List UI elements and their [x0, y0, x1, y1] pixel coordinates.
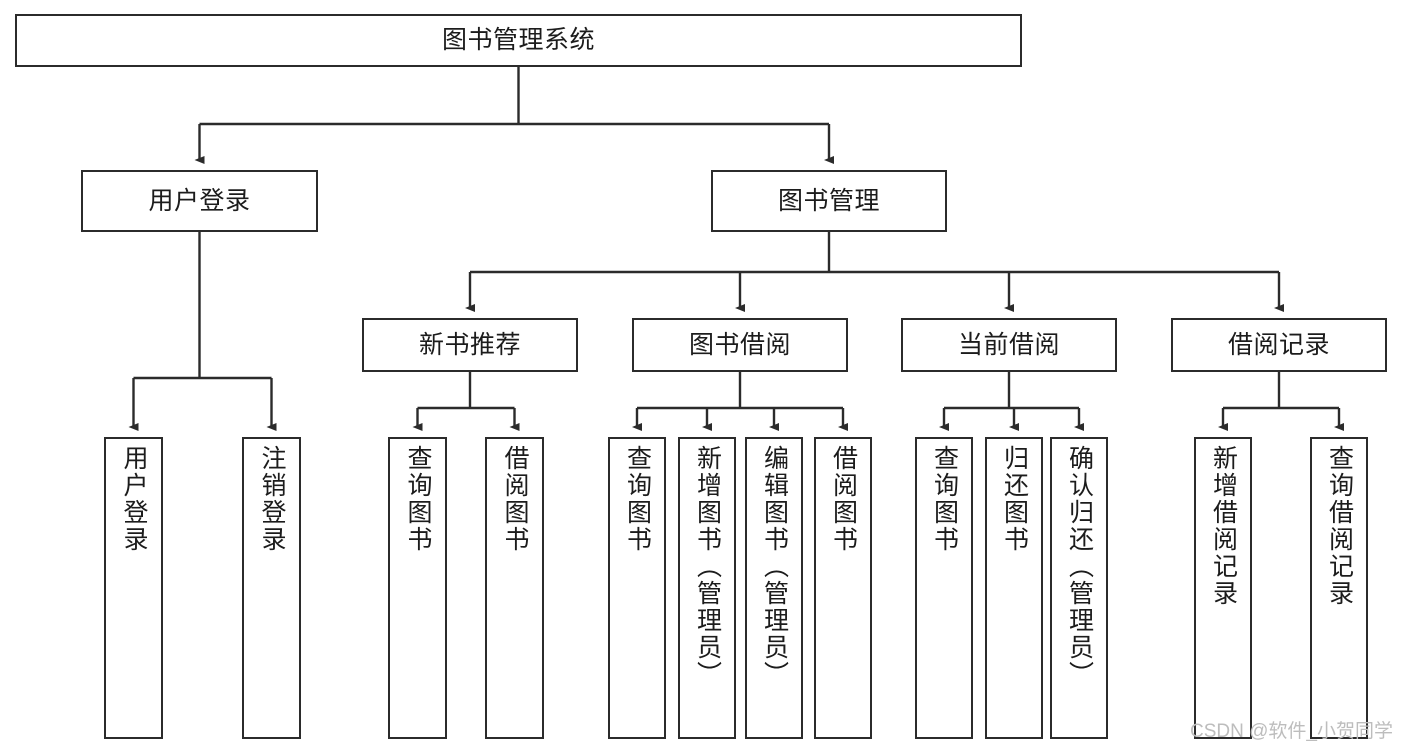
- node-label: 新书推荐: [418, 330, 521, 359]
- node-leaf-rec-query[interactable]: 查询图书: [388, 437, 447, 739]
- node-book-manage[interactable]: 图书管理: [711, 170, 947, 232]
- node-label: 图书管理系统: [441, 26, 595, 55]
- node-book-borrow[interactable]: 图书借阅: [632, 318, 848, 372]
- node-leaf-rec-query2[interactable]: 查询借阅记录: [1310, 437, 1368, 739]
- node-leaf-user-logout[interactable]: 注销登录: [242, 437, 301, 739]
- node-leaf-borrow-add[interactable]: 新增图书（管理员）: [678, 437, 736, 739]
- node-label: 归还图书: [1000, 445, 1029, 553]
- node-label: 查询图书: [623, 445, 652, 553]
- node-label: 注销登录: [258, 445, 286, 553]
- node-leaf-borrow-query[interactable]: 查询图书: [608, 437, 666, 739]
- node-label: 查询图书: [930, 445, 959, 553]
- node-leaf-cur-query[interactable]: 查询图书: [915, 437, 973, 739]
- node-leaf-rec-borrow[interactable]: 借阅图书: [485, 437, 544, 739]
- node-label: 确认归还（管理员）: [1065, 445, 1094, 688]
- node-label: 查询借阅记录: [1325, 445, 1354, 607]
- node-leaf-borrow-edit[interactable]: 编辑图书（管理员）: [745, 437, 803, 739]
- node-user-login[interactable]: 用户登录: [81, 170, 318, 232]
- node-label: 借阅记录: [1227, 330, 1330, 359]
- node-leaf-cur-confirm[interactable]: 确认归还（管理员）: [1050, 437, 1108, 739]
- watermark: CSDN @软件_小贺同学: [1190, 721, 1393, 742]
- node-label: 用户登录: [148, 186, 251, 215]
- node-label: 图书借阅: [688, 330, 791, 359]
- node-label: 借阅图书: [829, 445, 858, 553]
- node-label: 新增图书（管理员）: [693, 445, 722, 688]
- node-label: 借阅图书: [501, 445, 529, 553]
- node-borrow-record[interactable]: 借阅记录: [1171, 318, 1387, 372]
- node-leaf-user-login[interactable]: 用户登录: [104, 437, 163, 739]
- node-label: 图书管理: [777, 186, 880, 215]
- node-label: 新增借阅记录: [1209, 445, 1238, 607]
- node-root[interactable]: 图书管理系统: [15, 14, 1022, 67]
- node-leaf-rec-add[interactable]: 新增借阅记录: [1194, 437, 1252, 739]
- node-new-book-rec[interactable]: 新书推荐: [362, 318, 578, 372]
- node-leaf-borrow-lend[interactable]: 借阅图书: [814, 437, 872, 739]
- node-leaf-cur-return[interactable]: 归还图书: [985, 437, 1043, 739]
- node-label: 查询图书: [404, 445, 432, 553]
- node-current-borrow[interactable]: 当前借阅: [901, 318, 1117, 372]
- node-label: 当前借阅: [957, 330, 1060, 359]
- node-label: 编辑图书（管理员）: [760, 445, 789, 688]
- node-label: 用户登录: [120, 445, 148, 553]
